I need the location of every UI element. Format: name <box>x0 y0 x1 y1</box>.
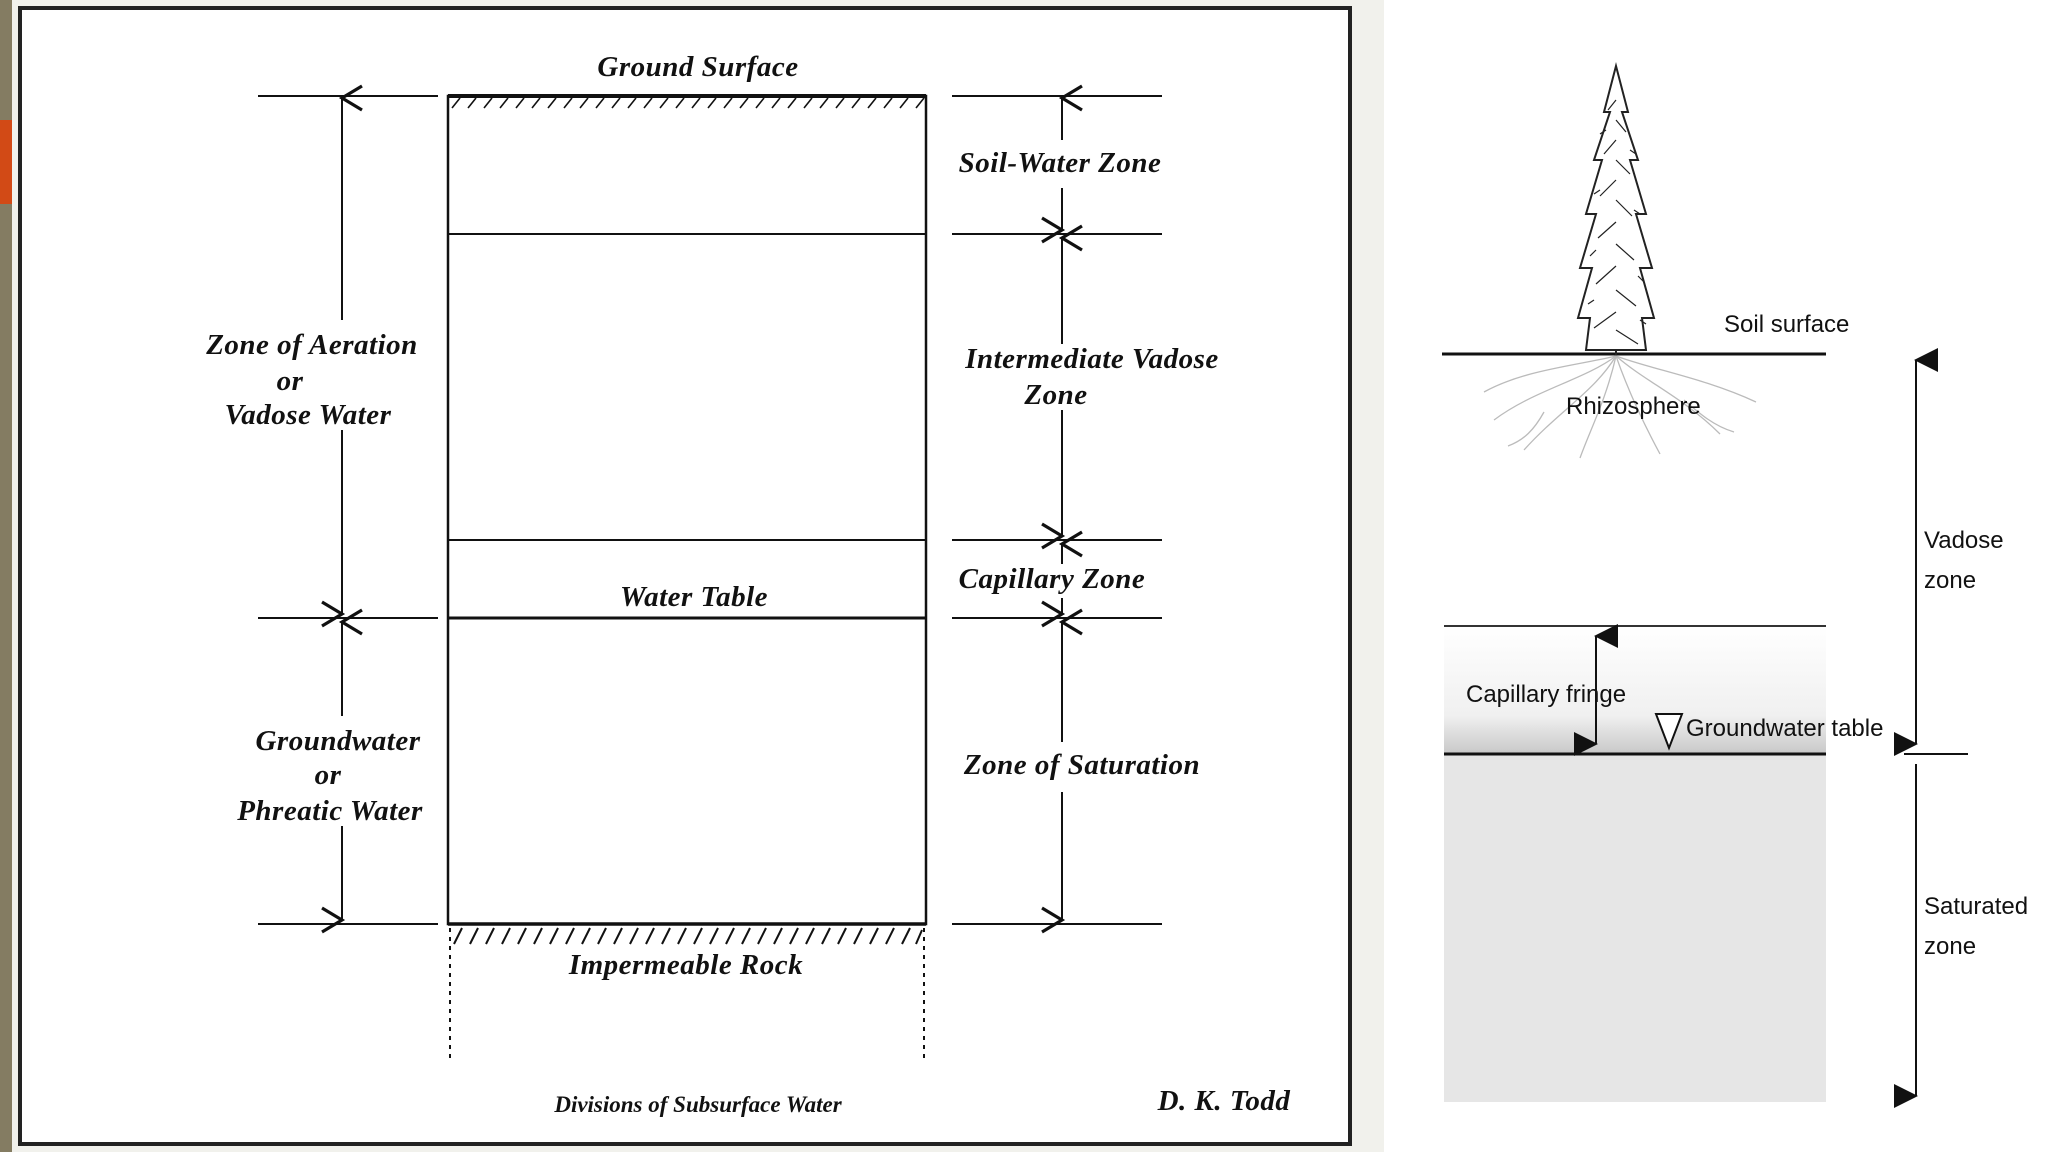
water-table-triangle-icon <box>1654 713 1684 751</box>
rhizosphere-label: Rhizosphere <box>1566 393 1701 420</box>
zone-of-aeration-label: Zone of Aeration <box>205 329 418 361</box>
saturated-zone-label-2: zone <box>1924 933 1976 960</box>
profile-column <box>446 94 928 926</box>
ground-surface-label: Ground Surface <box>597 51 798 83</box>
capillary-fringe-area <box>1444 626 1826 754</box>
saturated-zone-label-1: Saturated <box>1924 893 2028 920</box>
groundwater-or: or <box>315 759 342 791</box>
intermediate-vadose-zone-word: Zone <box>1023 379 1087 411</box>
ground-surface-hatching <box>451 97 925 109</box>
impermeable-rock-label: Impermeable Rock <box>568 949 803 981</box>
todd-diagram: Ground Surface Zone of Aeration or Vados… <box>205 51 1291 1117</box>
vadose-zone-label-2: zone <box>1924 567 1976 594</box>
water-table-label: Water Table <box>620 581 768 613</box>
vadose-diagram-panel: Soil surface Rhizosphere Capillary fring… <box>1384 0 2048 1152</box>
diagram-caption: Divisions of Subsurface Water <box>553 1092 842 1117</box>
soil-surface-label: Soil surface <box>1724 311 1849 338</box>
vadose-diagram: Soil surface Rhizosphere Capillary fring… <box>1442 62 2028 1108</box>
tree-icon <box>1576 62 1656 356</box>
capillary-zone-label: Capillary Zone <box>959 563 1146 595</box>
slide-accent-bar <box>0 0 12 1152</box>
vadose-zone-label-1: Vadose <box>1924 527 2004 554</box>
phreatic-water-label: Phreatic Water <box>236 795 423 827</box>
author-credit: D. K. Todd <box>1157 1085 1291 1117</box>
groundwater-label: Groundwater <box>255 725 420 757</box>
rock-hatching <box>453 927 923 945</box>
vadose-water-label: Vadose Water <box>225 399 392 431</box>
intermediate-vadose-label: Intermediate Vadose <box>964 343 1219 375</box>
capillary-fringe-label: Capillary fringe <box>1466 681 1626 708</box>
saturated-zone-area <box>1444 754 1826 1102</box>
zone-of-aeration-or: or <box>277 365 304 397</box>
soil-water-zone-label: Soil-Water Zone <box>959 147 1162 179</box>
zone-of-saturation-label: Zone of Saturation <box>963 749 1200 781</box>
slide-accent-tab <box>0 120 12 204</box>
groundwater-table-label: Groundwater table <box>1686 715 1883 742</box>
todd-diagram-panel: Ground Surface Zone of Aeration or Vados… <box>18 6 1352 1146</box>
roots-icon <box>1483 355 1757 459</box>
